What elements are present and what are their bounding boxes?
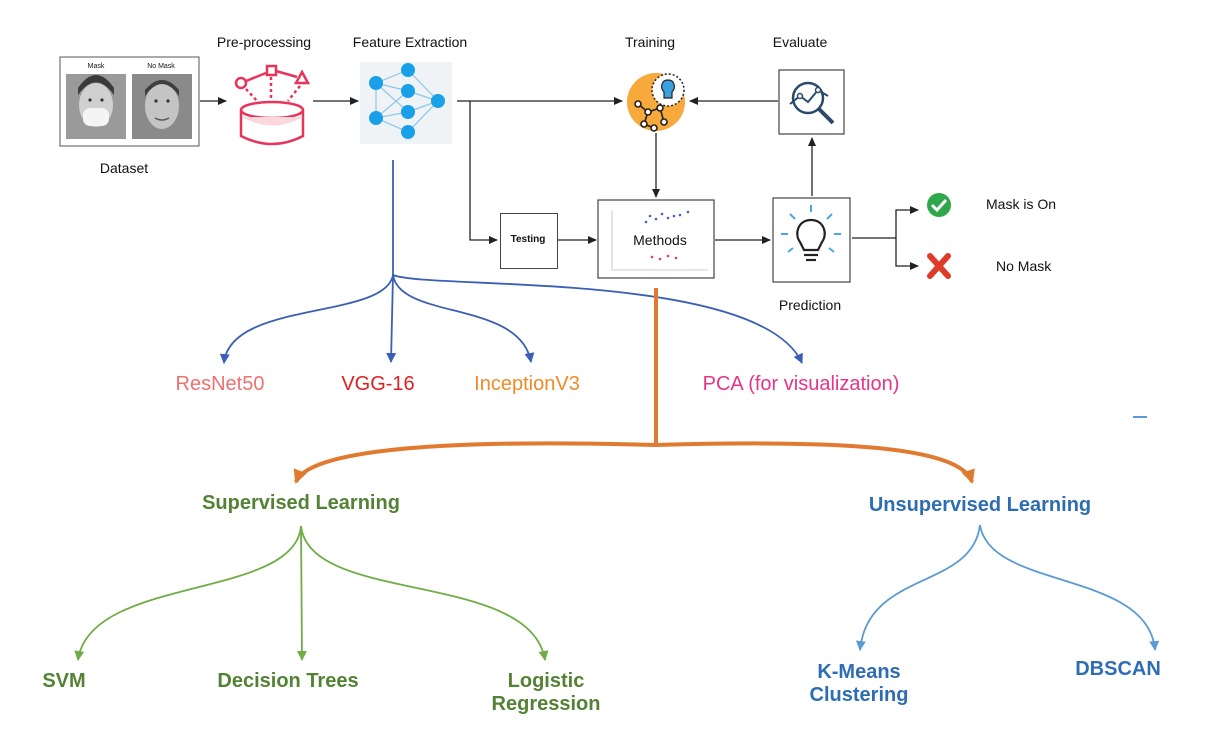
dataset-nomask-tag: No Mask	[147, 63, 175, 70]
resnet-label: ResNet50	[175, 373, 265, 395]
branch-dbscan	[979, 524, 1160, 651]
mask-on-label: Mask is On	[986, 196, 1057, 212]
arrow-to-no-mask	[895, 238, 919, 270]
logistic-regression-label: Logistic Regression	[492, 670, 601, 716]
training-label: Training	[624, 34, 676, 50]
methods-label: Methods	[633, 232, 687, 248]
testing-label: Testing	[510, 234, 546, 245]
vgg-label: VGG-16	[341, 373, 415, 395]
pipeline-arrows	[200, 97, 919, 270]
branch-decision-trees	[296, 525, 307, 661]
unsupervised-learning-label: Unsupervised Learning	[868, 494, 1092, 516]
logistic-line1: Logistic	[507, 670, 585, 692]
svm-label: SVM	[42, 670, 86, 692]
neural-network-icon	[360, 62, 452, 144]
dataset-mask-tag: Mask	[87, 63, 105, 70]
branch-vgg	[386, 274, 397, 363]
pca-label: PCA (for visualization)	[702, 373, 900, 395]
branch-pca	[392, 274, 803, 364]
logistic-line2: Regression	[491, 693, 601, 715]
evaluate-label: Evaluate	[772, 34, 828, 50]
analytics-magnifier-icon	[778, 69, 845, 135]
branch-svm	[74, 525, 302, 661]
methods-box	[597, 199, 715, 279]
methods-tree	[293, 288, 975, 484]
branch-inception	[392, 274, 535, 363]
arrow-features-to-testing	[469, 101, 498, 244]
check-icon	[927, 193, 951, 217]
brain-lightbulb-icon	[627, 73, 685, 132]
kmeans-line1: K-Means	[817, 661, 901, 683]
inception-label: InceptionV3	[474, 373, 580, 395]
no-mask-label: No Mask	[996, 258, 1052, 274]
testing-box	[500, 213, 558, 269]
lightbulb-icon	[772, 197, 851, 283]
decision-trees-label: Decision Trees	[217, 670, 359, 692]
dbscan-label: DBSCAN	[1075, 658, 1161, 680]
dataset-image	[59, 56, 200, 147]
supervised-learning-label: Supervised Learning	[202, 492, 400, 514]
branch-supervised	[293, 441, 657, 484]
branch-unsupervised	[655, 441, 975, 484]
prediction-label: Prediction	[778, 297, 842, 313]
branch-logistic	[300, 525, 549, 661]
cross-icon	[927, 253, 951, 279]
feature-extraction-label: Feature Extraction	[352, 34, 468, 50]
kmeans-line2: Clustering	[809, 684, 909, 706]
supervised-tree	[74, 525, 549, 661]
unsupervised-tree	[855, 524, 1160, 651]
branch-resnet	[219, 274, 394, 364]
branch-kmeans	[855, 524, 981, 651]
arrow-to-mask-on	[895, 206, 919, 238]
dataset-label: Dataset	[99, 160, 149, 176]
feature-extractor-tree	[219, 160, 803, 364]
kmeans-clustering-label: K-Means Clustering	[810, 661, 909, 707]
database-icon	[234, 64, 311, 146]
preprocessing-label: Pre-processing	[216, 34, 312, 50]
